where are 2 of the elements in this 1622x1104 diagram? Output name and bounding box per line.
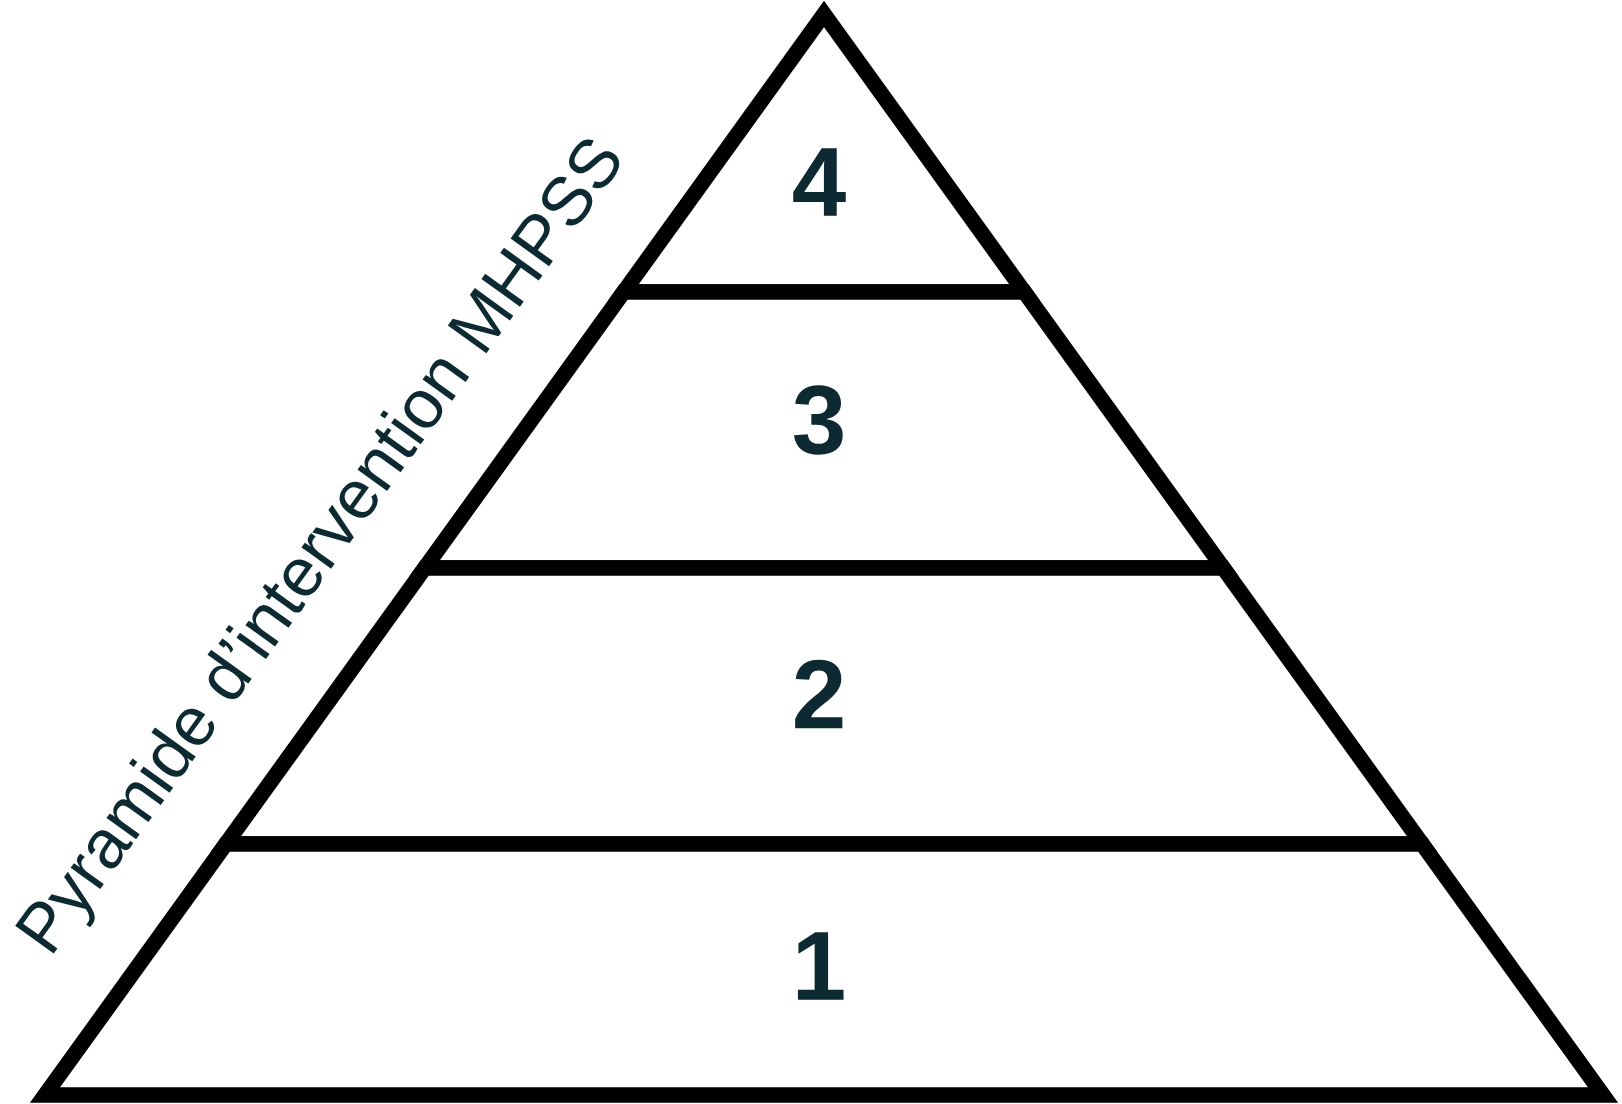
node-label: 2 bbox=[795, 659, 843, 729]
node-label: 1 bbox=[797, 932, 844, 1000]
